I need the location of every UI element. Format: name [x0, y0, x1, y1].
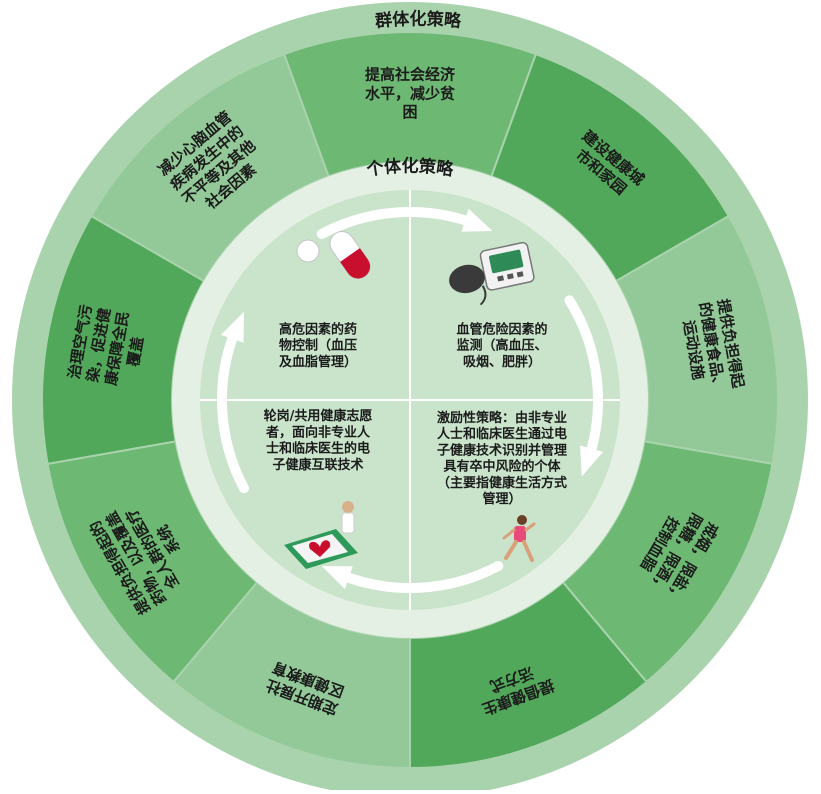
cycle-arrow-head	[580, 445, 604, 477]
label-line: 子健康技术识别并管理	[437, 442, 567, 458]
label-line: 吸烟、肥胖）	[463, 354, 541, 370]
cycle-arrow-arc	[564, 295, 603, 464]
cycle-arrow-head	[461, 208, 493, 232]
cycle-arrow-head	[220, 311, 245, 343]
cycle-arrow-head	[321, 565, 353, 590]
inner-title: 个体化策略	[364, 156, 455, 181]
label-line: 者，面向非专业人	[265, 424, 371, 440]
svg-text:高危因素的药物控制（血压及血脂管理）: 高危因素的药物控制（血压及血脂管理）	[279, 321, 357, 370]
label-line: 覆盖	[124, 335, 147, 368]
cycle-arrow-arc	[217, 324, 250, 494]
svg-text:激励性策略：由非专业人士和临床医生通过电子健康技术识别并管理: 激励性策略：由非专业人士和临床医生通过电子健康技术识别并管理具有卒中风险的个体（…	[437, 410, 567, 507]
population-segment	[89, 52, 330, 283]
population-strategy-label: 提高社会经济水平，减少贫困	[365, 66, 456, 122]
population-strategy-label: 治理空气污染，促进健康保障全民覆盖	[65, 303, 151, 391]
cycle-arrow-arc	[334, 560, 504, 593]
label-line: （主要指健康生活方式	[437, 475, 567, 491]
label-line: 及血脂管理）	[279, 354, 357, 370]
runner-icon	[502, 515, 536, 562]
label-line: 轮岗/共用健康志愿	[264, 408, 373, 424]
label-line: 血管危险因素的	[456, 321, 547, 337]
population-segments	[41, 31, 779, 770]
individual-strategy-bottom-right: 激励性策略：由非专业人士和临床医生通过电子健康技术识别并管理具有卒中风险的个体（…	[437, 410, 567, 507]
svg-text:轮岗/共用健康志愿者，面向非专业人士和临床医生的电子健康互联: 轮岗/共用健康志愿者，面向非专业人士和临床医生的电子健康互联技术	[264, 408, 373, 473]
label-line: 人士和临床医生通过电	[437, 426, 567, 442]
individual-circle	[172, 162, 648, 638]
label-line: 提高社会经济	[365, 66, 456, 84]
individual-strategy-top-left: 高危因素的药物控制（血压及血脂管理）	[279, 321, 357, 370]
pill-icon	[296, 231, 371, 279]
label-line: 物控制（血压	[279, 338, 357, 354]
label-line: 监测（高血压、	[456, 338, 547, 354]
label-line: 水平，减少贫	[365, 84, 456, 102]
svg-text:血管危险因素的监测（高血压、吸烟、肥胖）: 血管危险因素的监测（高血压、吸烟、肥胖）	[456, 321, 547, 370]
cycle-arrow-arc	[316, 207, 480, 240]
label-line: 高危因素的药	[279, 321, 357, 337]
svg-text:减少心脑血管疾病发生中的不平等及其他社会因素: 减少心脑血管疾病发生中的不平等及其他社会因素	[154, 108, 271, 223]
svg-text:治理空气污染，促进健康保障全民覆盖: 治理空气污染，促进健康保障全民覆盖	[65, 303, 151, 391]
svg-text:提高社会经济水平，减少贫困: 提高社会经济水平，减少贫困	[365, 66, 456, 122]
blood-pressure-monitor-icon	[449, 241, 535, 306]
ehealth-tablet-icon	[284, 501, 358, 569]
label-line: 管理）	[482, 491, 521, 507]
population-strategy-label: 减少心脑血管疾病发生中的不平等及其他社会因素	[154, 108, 271, 223]
label-line: 激励性策略：由非专业	[437, 410, 567, 426]
label-line: 困	[402, 103, 417, 121]
strategy-icons	[284, 231, 536, 569]
outer-title: 群体化策略	[374, 9, 463, 32]
label-line: 子健康互联技术	[272, 457, 363, 473]
individual-strategy-bottom-left: 轮岗/共用健康志愿者，面向非专业人士和临床医生的电子健康互联技术	[264, 408, 373, 473]
individual-strategy-top-right: 血管危险因素的监测（高血压、吸烟、肥胖）	[456, 321, 547, 370]
cycle-arrows	[217, 207, 604, 593]
label-line: 士和临床医生的电	[266, 441, 370, 457]
label-line: 具有卒中风险的个体	[443, 459, 561, 475]
